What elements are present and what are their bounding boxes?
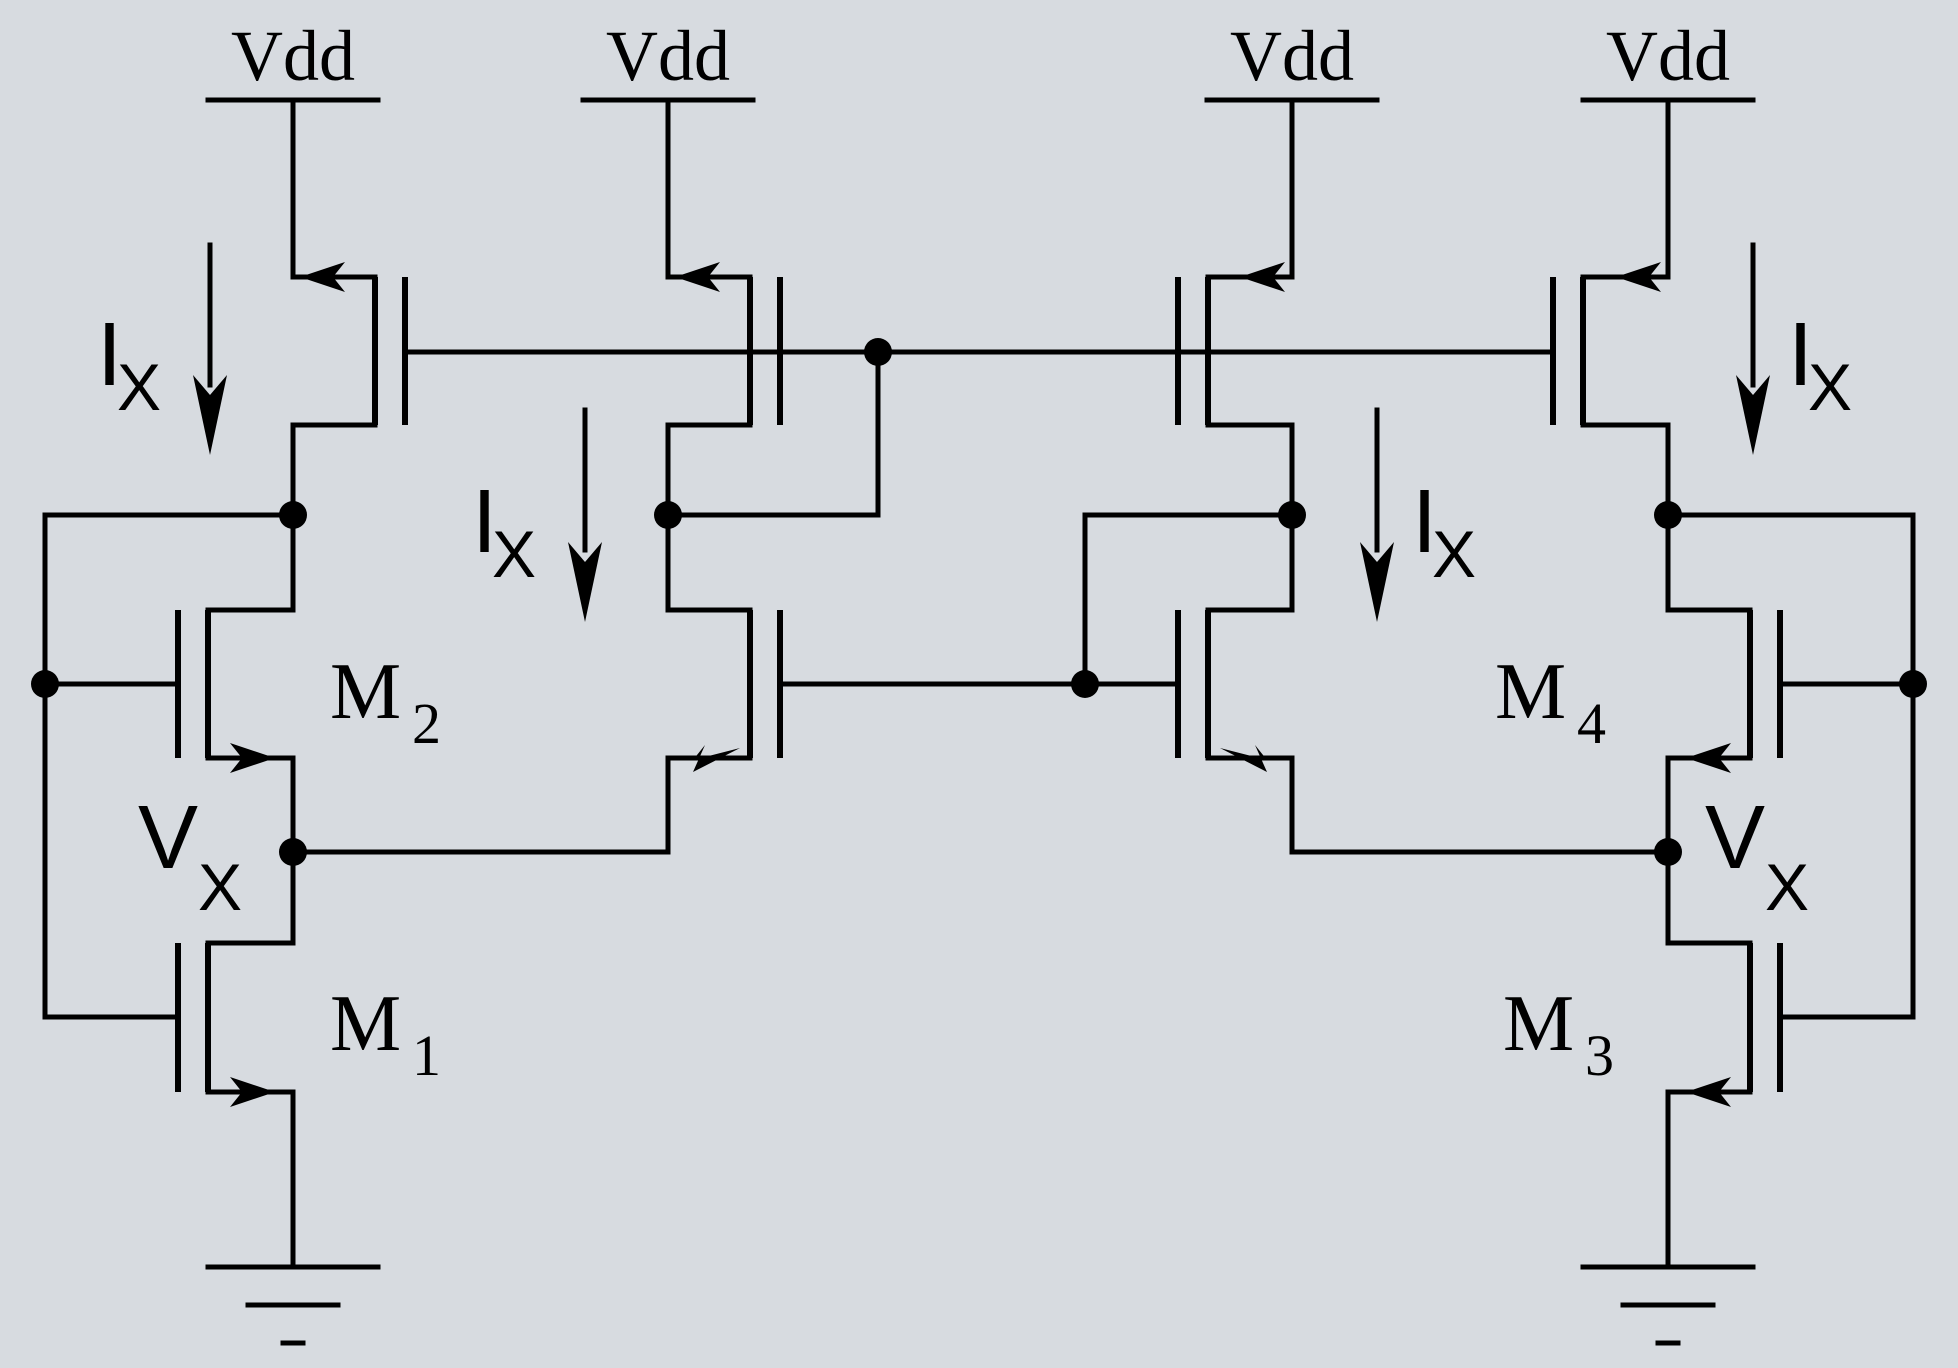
transistor-m4 xyxy=(1665,512,1916,855)
ix-sub: X xyxy=(1808,350,1852,424)
supply-rails: Vdd Vdd Vdd Vdd xyxy=(205,16,1756,103)
label-m2: M 2 xyxy=(330,648,441,756)
junction-dot xyxy=(1899,670,1927,698)
right-feedback-wire xyxy=(1665,512,1916,1020)
arrow-head xyxy=(1360,542,1394,622)
current-arrow-1 xyxy=(193,242,227,455)
current-arrow-3 xyxy=(1360,407,1394,622)
current-arrow-2 xyxy=(568,407,602,622)
m4-source-arrow xyxy=(1686,743,1731,773)
vdd-label-2: Vdd xyxy=(606,16,730,96)
arrow-head xyxy=(1736,375,1770,455)
ix-sub: X xyxy=(1432,517,1476,591)
ix-label-1: I X xyxy=(97,305,161,424)
ix-main: I xyxy=(97,305,122,405)
nmos-left-mid xyxy=(665,512,783,855)
vx-sub: X xyxy=(198,850,242,924)
pmos-source-arrow xyxy=(300,262,345,292)
m2-sub: 2 xyxy=(412,691,441,756)
current-arrow-4 xyxy=(1736,242,1770,455)
ix-main: I xyxy=(1412,472,1437,572)
transistor-m1 xyxy=(175,849,296,1270)
vx-label-left: V X xyxy=(138,788,242,924)
transistor-m3 xyxy=(1665,849,1783,1270)
ix-label-2: I X xyxy=(472,472,536,591)
ground-left xyxy=(205,1264,381,1346)
junction-dot xyxy=(1654,838,1682,866)
transistor-m2 xyxy=(42,512,296,855)
ix-sub: X xyxy=(117,350,161,424)
ix-main: I xyxy=(472,472,497,572)
nmos-source-arrow xyxy=(1220,745,1267,772)
pmos-source-arrow xyxy=(1616,262,1661,292)
right-diode-wire xyxy=(1082,512,1295,687)
pmos-drain-wire xyxy=(665,422,753,518)
m2-main: M xyxy=(330,648,401,736)
junction-dot xyxy=(279,838,307,866)
vx-main: V xyxy=(138,788,198,888)
vx-main: V xyxy=(1705,788,1765,888)
pmos-drain-wire xyxy=(1205,422,1295,518)
nmos-right-mid xyxy=(1175,512,1295,855)
vx-label-right: V X xyxy=(1705,788,1809,924)
nmos-source-wire xyxy=(1205,755,1295,855)
pmos-gate-diode-wire xyxy=(665,349,881,518)
m4-sub: 4 xyxy=(1577,691,1606,756)
vx-right-wire xyxy=(1289,762,1671,855)
pmos-source-wire xyxy=(290,97,378,280)
vdd-label-3: Vdd xyxy=(1230,16,1354,96)
label-m1: M 1 xyxy=(330,980,441,1088)
pmos-drain-wire xyxy=(290,422,378,518)
junction-dot xyxy=(1071,670,1099,698)
arrow-head xyxy=(568,542,602,622)
vdd-label-1: Vdd xyxy=(231,16,355,96)
pmos-left-inner xyxy=(665,97,783,518)
label-m4: M 4 xyxy=(1495,648,1606,756)
ix-main: I xyxy=(1788,305,1813,405)
junction-dot xyxy=(1654,501,1682,529)
m1-source-wire xyxy=(205,1089,296,1270)
m1-sub: 1 xyxy=(412,1023,441,1088)
pmos-right-outer xyxy=(1550,97,1671,518)
m1-source-arrow xyxy=(230,1077,275,1107)
pmos-source-wire xyxy=(665,97,753,280)
m4-main: M xyxy=(1495,648,1566,736)
junction-dot xyxy=(1278,501,1306,529)
junction-dot xyxy=(279,501,307,529)
left-feedback-wire xyxy=(42,512,296,1020)
pmos-drain-wire xyxy=(1580,422,1671,518)
pmos-source-arrow xyxy=(675,262,720,292)
vx-left-wire xyxy=(290,762,671,855)
junction-dot xyxy=(31,670,59,698)
m4-source-wire xyxy=(1665,755,1753,855)
arrow-head xyxy=(193,375,227,455)
pmos-right-inner xyxy=(1175,97,1295,518)
m3-source-wire xyxy=(1665,1089,1753,1270)
ix-label-3: I X xyxy=(1412,472,1476,591)
vdd-label-4: Vdd xyxy=(1606,16,1730,96)
junction-dot xyxy=(864,338,892,366)
ix-label-4: I X xyxy=(1788,305,1852,424)
label-m3: M 3 xyxy=(1503,980,1614,1088)
pmos-left-outer xyxy=(290,97,408,518)
m1-main: M xyxy=(330,980,401,1068)
pmos-source-wire xyxy=(1205,97,1295,280)
nmos-source-arrow xyxy=(693,745,740,772)
pmos-source-arrow xyxy=(1240,262,1285,292)
m2-source-wire xyxy=(205,755,296,855)
nmos-source-wire xyxy=(665,755,753,855)
ix-sub: X xyxy=(492,517,536,591)
m3-source-arrow xyxy=(1686,1077,1731,1107)
m3-sub: 3 xyxy=(1585,1023,1614,1088)
pmos-source-wire xyxy=(1580,97,1671,280)
vx-sub: X xyxy=(1765,850,1809,924)
ground-right xyxy=(1580,1264,1756,1346)
m3-main: M xyxy=(1503,980,1574,1068)
m2-source-arrow xyxy=(230,743,275,773)
